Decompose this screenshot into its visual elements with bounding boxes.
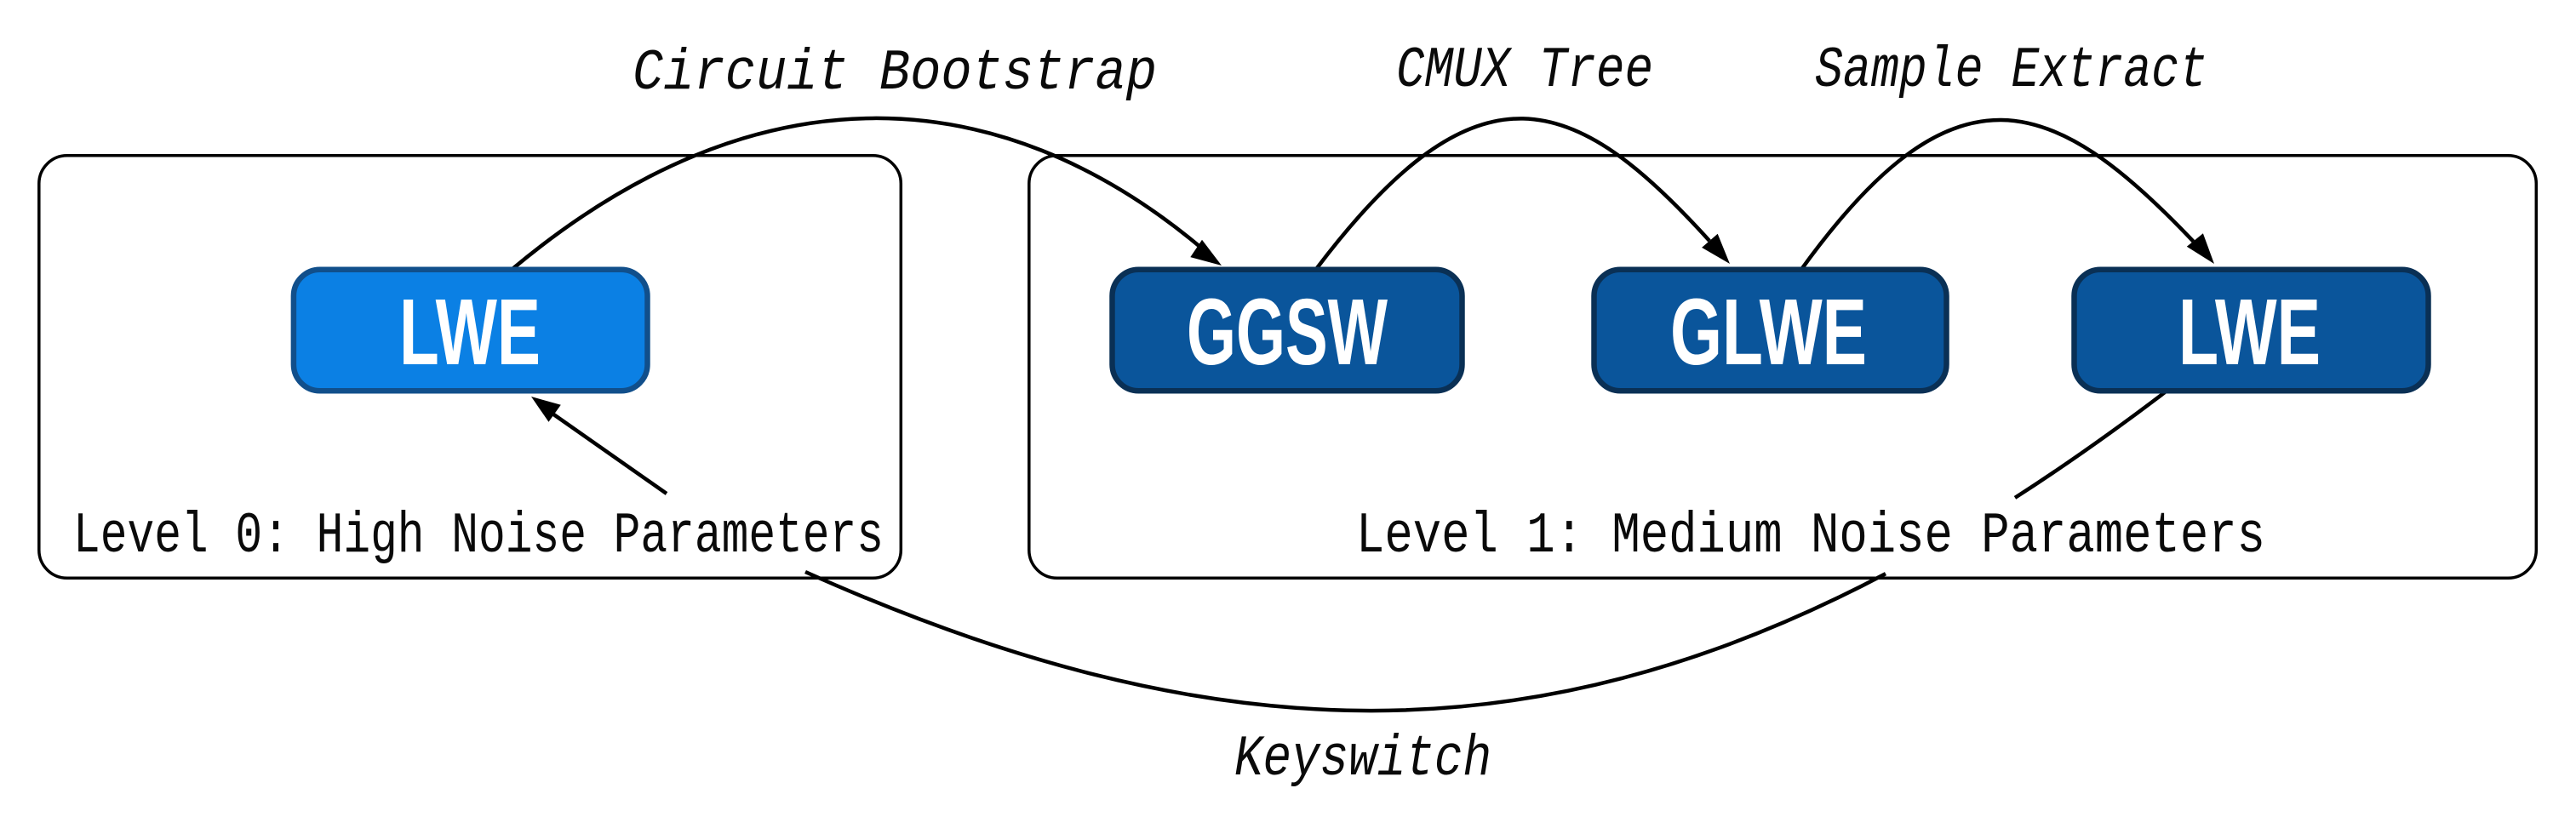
svg-text:GLWE: GLWE: [1670, 280, 1867, 385]
svg-text:GGSW: GGSW: [1187, 280, 1388, 385]
svg-text:Level 1: Medium Noise Paramete: Level 1: Medium Noise Parameters: [1356, 504, 2265, 569]
svg-text:Sample Extract: Sample Extract: [1815, 38, 2207, 104]
svg-text:Keyswitch: Keyswitch: [1234, 727, 1491, 792]
svg-text:Level 0: High Noise Parameters: Level 0: High Noise Parameters: [73, 504, 884, 569]
svg-text:LWE: LWE: [399, 280, 541, 385]
svg-text:CMUX Tree: CMUX Tree: [1396, 38, 1653, 104]
svg-text:Circuit Bootstrap: Circuit Bootstrap: [633, 41, 1157, 106]
svg-text:LWE: LWE: [2178, 280, 2321, 385]
